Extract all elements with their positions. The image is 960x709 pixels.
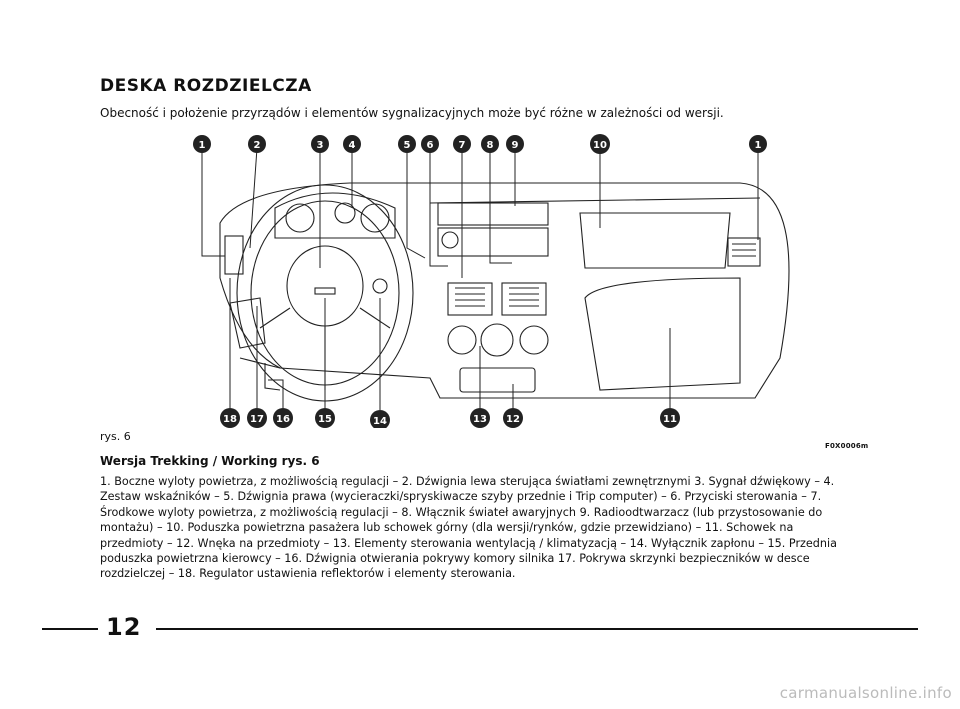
svg-text:7: 7 — [459, 140, 466, 151]
svg-text:12: 12 — [506, 414, 520, 425]
callout-top-2: 2 — [248, 135, 266, 153]
page-number: 12 — [106, 613, 142, 641]
svg-text:8: 8 — [487, 140, 494, 151]
center-vent-left — [447, 282, 493, 316]
svg-text:10: 10 — [593, 140, 607, 151]
svg-text:2: 2 — [254, 140, 261, 151]
svg-text:1: 1 — [199, 140, 206, 151]
figure-label: rys. 6 — [100, 430, 131, 443]
instrument-cluster — [274, 192, 396, 239]
dashboard-outline — [219, 182, 790, 399]
svg-text:9: 9 — [512, 140, 519, 151]
svg-text:15: 15 — [318, 414, 332, 425]
svg-text:14: 14 — [373, 416, 387, 427]
callout-bottom-13: 13 — [470, 408, 490, 428]
svg-text:3: 3 — [317, 140, 324, 151]
callout-bottom-12: 12 — [503, 408, 523, 428]
glovebox — [584, 277, 741, 391]
callout-bottom-15: 15 — [315, 408, 335, 428]
passenger-airbag — [579, 212, 731, 269]
callout-top-4: 4 — [343, 135, 361, 153]
climate-knob-right — [519, 325, 549, 355]
callout-top-3: 3 — [311, 135, 329, 153]
svg-text:1: 1 — [755, 140, 762, 151]
callout-top-7: 7 — [453, 135, 471, 153]
callout-top-8: 8 — [481, 135, 499, 153]
svg-text:18: 18 — [223, 414, 237, 425]
callout-bottom-14: 14 — [370, 410, 390, 428]
radio — [437, 202, 549, 226]
climate-knob-left — [447, 325, 477, 355]
callout-top-10: 10 — [590, 134, 610, 154]
svg-text:11: 11 — [663, 414, 677, 425]
svg-text:16: 16 — [276, 414, 290, 425]
callout-top-1: 1 — [193, 135, 211, 153]
legend-text: 1. Boczne wyloty powietrza, z możliwości… — [100, 475, 837, 581]
svg-text:6: 6 — [427, 140, 434, 151]
svg-text:17: 17 — [250, 414, 264, 425]
footer-rule-right — [156, 628, 918, 630]
page-subtitle: Obecność i położenie przyrządów i elemen… — [100, 106, 724, 120]
callout-top-6: 6 — [421, 135, 439, 153]
callout-markers: 1 2 3 4 5 6 7 8 9 10 1 18 17 16 15 14 13… — [193, 134, 767, 428]
center-vent-right — [501, 282, 547, 316]
dashboard-illustration: 1 2 3 4 5 6 7 8 9 10 1 18 17 16 15 14 13… — [193, 134, 790, 428]
footer-rule-left — [42, 628, 98, 630]
left-vent — [224, 235, 244, 275]
callout-top-5: 5 — [398, 135, 416, 153]
figure-code: F0X0006m — [825, 442, 869, 450]
svg-text:5: 5 — [404, 140, 411, 151]
callout-top-9: 9 — [506, 135, 524, 153]
page-title: DESKA ROZDZIELCZA — [100, 76, 312, 96]
callout-bottom-17: 17 — [247, 408, 267, 428]
svg-text:13: 13 — [473, 414, 487, 425]
callout-top-1b: 1 — [749, 135, 767, 153]
right-vent — [727, 237, 761, 267]
callout-bottom-18: 18 — [220, 408, 240, 428]
storage-recess — [459, 367, 536, 393]
climate-knob-center — [480, 323, 514, 357]
watermark: carmanualsonline.info — [779, 684, 952, 702]
section-heading: Wersja Trekking / Working rys. 6 — [100, 454, 320, 468]
svg-text:4: 4 — [349, 140, 356, 151]
callout-bottom-11: 11 — [660, 408, 680, 428]
callout-bottom-16: 16 — [273, 408, 293, 428]
